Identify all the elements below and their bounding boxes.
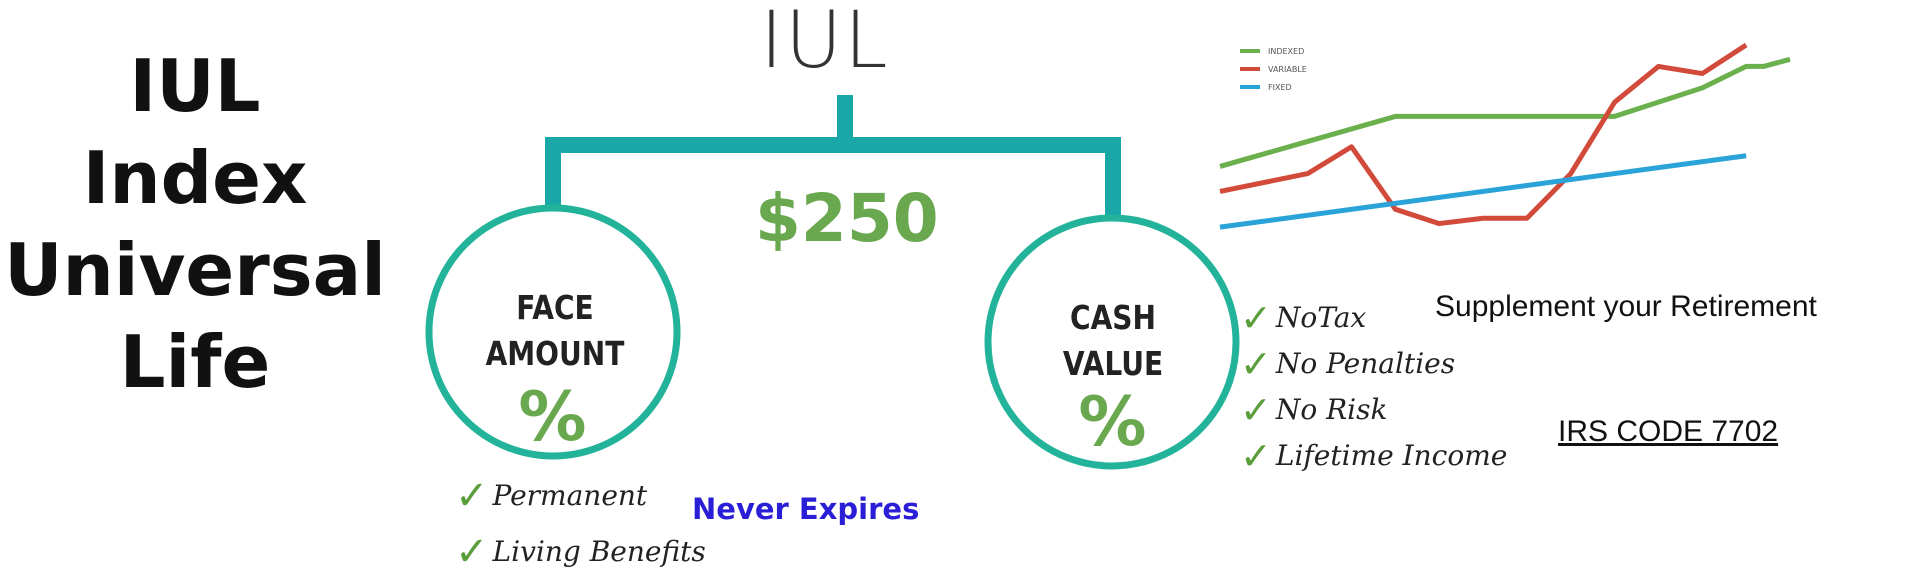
legend-label: FIXED [1268, 83, 1292, 92]
cash-value-label: CASH VALUE [1041, 295, 1186, 387]
checkmark-icon: ✓ [1240, 296, 1272, 340]
face-amount-percent: % [518, 378, 587, 457]
list-item-label: No Penalties [1275, 347, 1456, 380]
cash-value-line2: VALUE [1062, 344, 1164, 383]
series-line-variable [1219, 42, 1748, 227]
diagram-top-label: IUL [760, 0, 890, 86]
legend-label: VARIABLE [1268, 65, 1307, 74]
title-line-4: Life [119, 320, 271, 404]
connector-lines [545, 95, 1121, 220]
list-item-label: Permanent [492, 479, 648, 512]
line-chart: INDEXED VARIABLE FIXED [1219, 42, 1791, 230]
checkmark-icon: ✓ [455, 473, 489, 519]
list-item: ✓ No Penalties [1240, 341, 1507, 387]
premium-amount: $250 [755, 180, 939, 257]
series-line-indexed [1219, 56, 1791, 169]
checkmark-icon: ✓ [1240, 434, 1272, 478]
list-item-label: Lifetime Income [1275, 439, 1508, 472]
title-line-1: IUL [129, 44, 261, 128]
title-line-2: Index [82, 136, 308, 220]
cash-value-line1: CASH [1070, 298, 1156, 337]
list-item-label: Living Benefits [492, 535, 706, 568]
list-item-label: NoTax [1275, 301, 1367, 334]
face-amount-line2: AMOUNT [485, 334, 625, 373]
cash-value-percent: % [1078, 383, 1147, 462]
checkmark-icon: ✓ [1240, 388, 1272, 432]
list-item: ✓ NoTax [1240, 295, 1507, 341]
never-expires-note: Never Expires [692, 492, 920, 526]
face-amount-circle [425, 204, 681, 460]
face-amount-benefits: ✓ Permanent ✓ Living Benefits [455, 468, 706, 580]
series-line-fixed [1219, 153, 1747, 230]
checkmark-icon: ✓ [1240, 342, 1272, 386]
legend-label: INDEXED [1268, 47, 1304, 56]
title-line-3: Universal [4, 228, 386, 312]
cash-value-benefits: ✓ NoTax ✓ No Penalties ✓ No Risk ✓ Lifet… [1240, 295, 1507, 479]
page-title: IUL Index Universal Life [0, 40, 390, 408]
face-amount-line1: FACE [516, 288, 594, 327]
checkmark-icon: ✓ [455, 529, 489, 575]
list-item: ✓ No Risk [1240, 387, 1507, 433]
cash-value-circle [984, 214, 1240, 470]
list-item: ✓ Permanent [455, 468, 706, 524]
supplement-retirement-text: Supplement your Retirement [1435, 290, 1817, 323]
list-item: ✓ Lifetime Income [1240, 433, 1507, 479]
face-amount-label: FACE AMOUNT [483, 285, 628, 377]
list-item-label: No Risk [1275, 393, 1388, 426]
connector-bar [545, 137, 1121, 220]
irs-code-text: IRS CODE 7702 [1558, 415, 1779, 448]
list-item: ✓ Living Benefits [455, 524, 706, 580]
